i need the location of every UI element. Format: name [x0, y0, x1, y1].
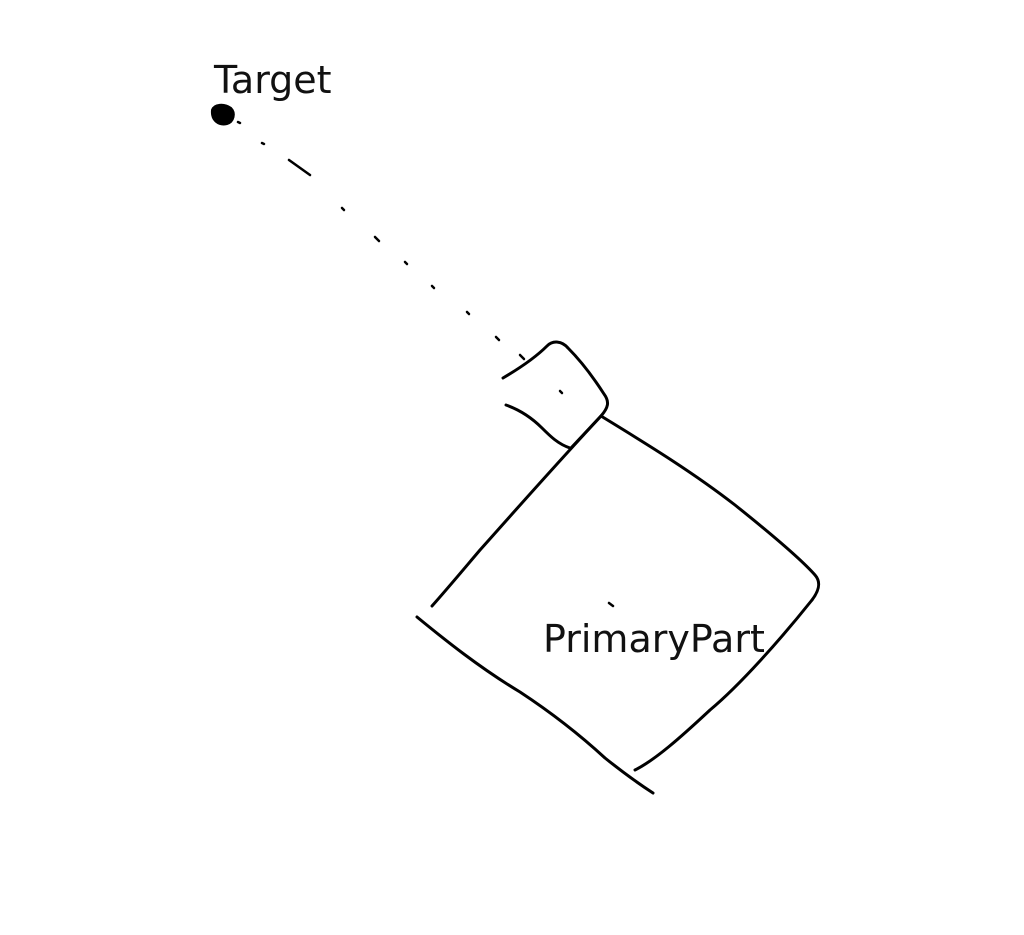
nozzle-head [501, 340, 610, 450]
primary-part-label: PrimaryPart [543, 617, 765, 661]
primary-part-shape [415, 414, 821, 795]
target-label: Target [213, 58, 332, 102]
primary-part-center [607, 601, 615, 608]
aim-line [236, 120, 564, 395]
target-point [210, 103, 235, 126]
